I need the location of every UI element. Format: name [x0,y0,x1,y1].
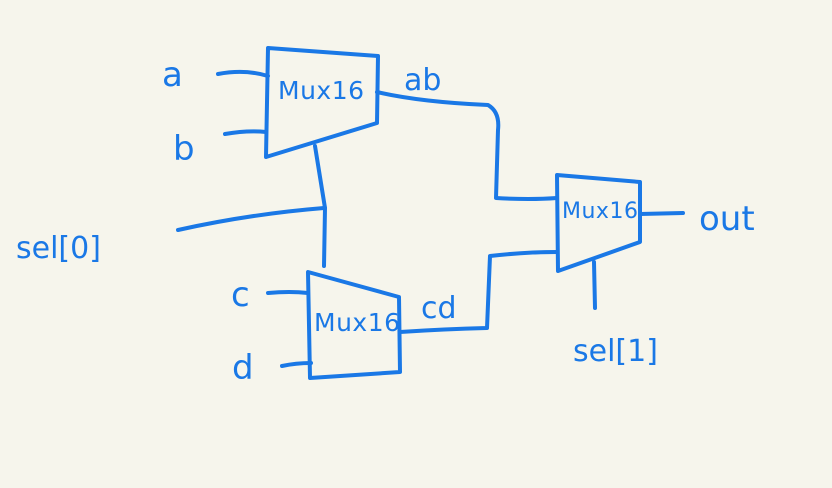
mux-bottom-shape [306,270,402,380]
wire-sel1 [592,260,597,310]
mux-right-label: Mux16 [562,199,638,224]
input-a-label: a [162,55,183,95]
mux-bottom-label: Mux16 [314,308,401,337]
wire-cd [398,250,559,334]
wire-sel0 [176,206,326,232]
wire-sel0-to-mux-bottom [322,206,327,268]
input-c-label: c [231,275,250,315]
input-sel1-label: sel[1] [573,334,658,369]
input-d-label: d [232,348,254,388]
output-out-label: out [699,199,755,239]
mux-top-shape [264,46,380,159]
wire-out [638,211,685,216]
mux-top-label: Mux16 [278,76,365,105]
mux-right-shape [555,173,642,273]
wire-b [223,129,268,136]
wire-cd-label: cd [421,291,457,326]
wire-a [216,69,270,78]
input-sel0-label: sel[0] [16,231,101,266]
wire-d [280,361,313,368]
wire-ab [375,90,559,201]
wire-c [266,290,310,295]
input-b-label: b [173,129,195,169]
wire-ab-label: ab [404,63,441,98]
wire-sel0-to-mux-top [313,144,327,210]
